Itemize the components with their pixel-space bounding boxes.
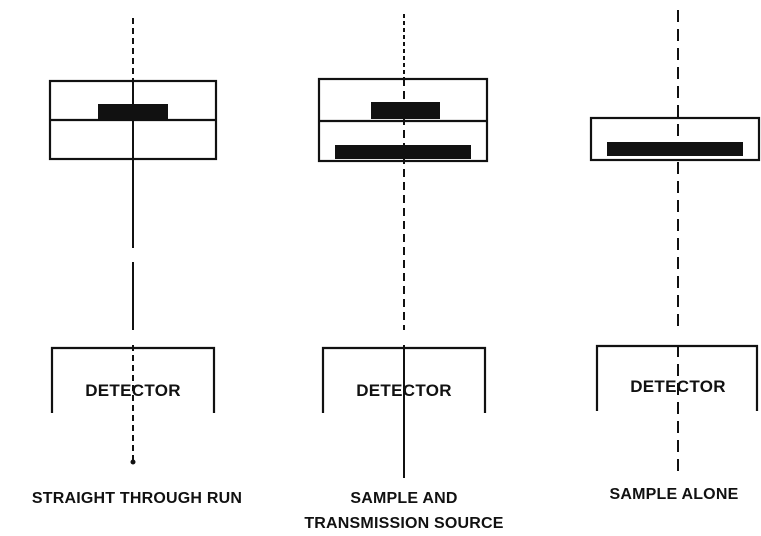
panel-caption-line-1: SAMPLE ALONE: [610, 486, 739, 503]
detector-housing: [321, 346, 487, 413]
axis-end-dot: [130, 459, 136, 465]
detector-housing: [50, 346, 216, 413]
sample-block: [335, 145, 471, 159]
detector-housing: [595, 344, 759, 411]
sample-block: [607, 142, 743, 156]
sample-holder-box: [589, 116, 761, 162]
detector-label: DETECTOR: [356, 381, 452, 400]
panel-caption-line-1: STRAIGHT THROUGH RUN: [32, 490, 242, 507]
panel-caption-line-1: SAMPLE AND: [350, 490, 457, 507]
detector-label: DETECTOR: [630, 377, 726, 396]
panel-caption-line-2: TRANSMISSION SOURCE: [304, 515, 503, 532]
transmission-source-block: [98, 104, 168, 119]
detector-label: DETECTOR: [85, 381, 181, 400]
transmission-source-block: [371, 102, 440, 119]
panel-sample-and-transmission-source: DETECTOR SAMPLE AND TRANSMISSION SOURCE: [304, 14, 504, 532]
panel-straight-through-run: DETECTOR STRAIGHT THROUGH RUN: [32, 18, 242, 507]
panel-sample-alone: DETECTOR SAMPLE ALONE: [589, 10, 761, 503]
